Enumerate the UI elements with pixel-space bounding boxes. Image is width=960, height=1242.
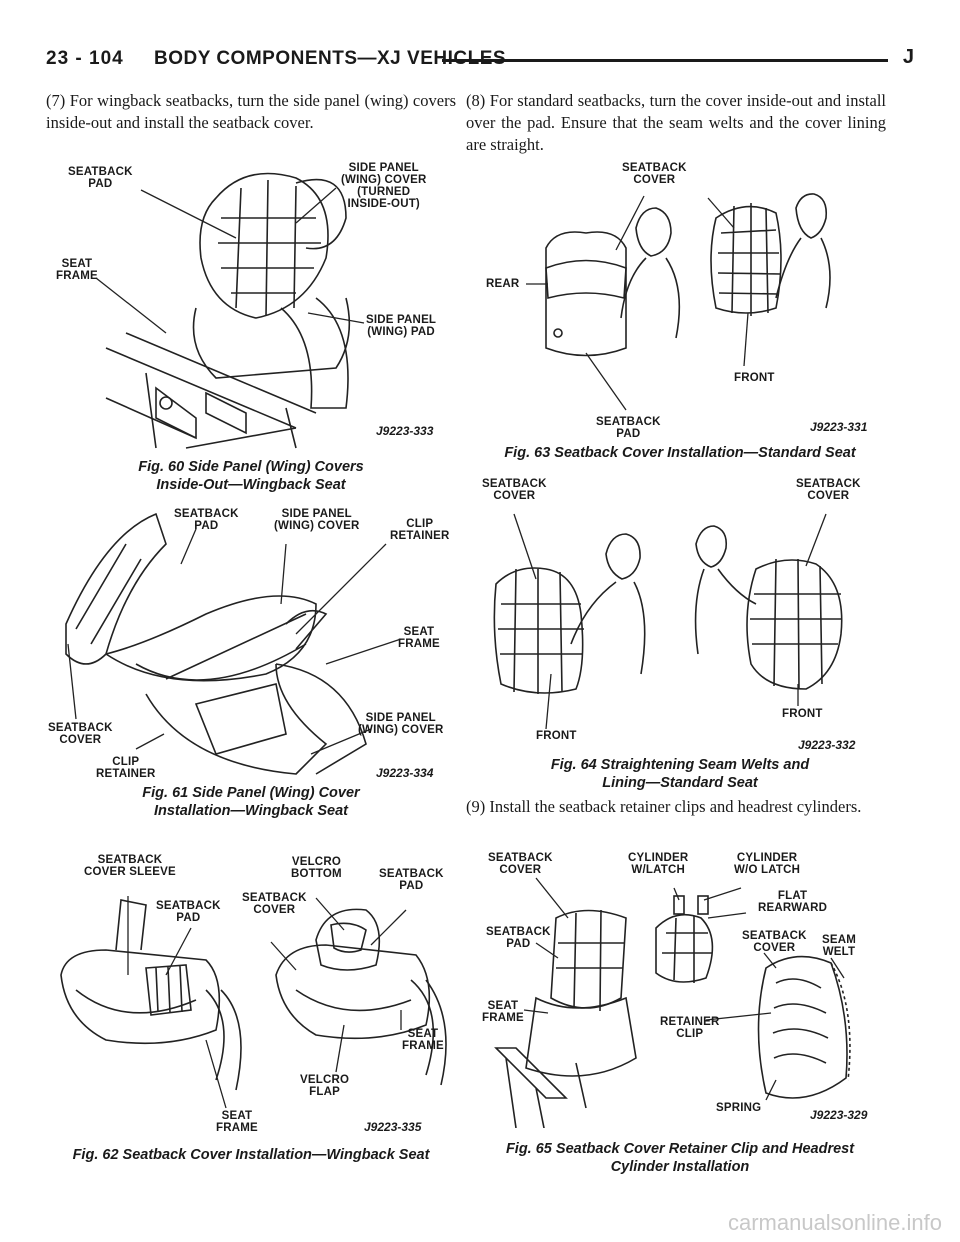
fig62-label-seat-frame-right: SEAT FRAME	[402, 1028, 444, 1052]
fig63-caption: Fig. 63 Seatback Cover Installation—Stan…	[504, 445, 856, 461]
fig62-label-seatback-pad-right: SEATBACK PAD	[379, 868, 444, 892]
fig65-illustration	[494, 877, 851, 1128]
step-8-text: (8) For standard seatbacks, turn the cov…	[466, 91, 886, 154]
fig65-label-retainer-clip: RETAINER CLIP	[660, 1016, 720, 1040]
fig64-illustration	[493, 513, 843, 730]
fig64-label-seatback-cover-left: SEATBACK COVER	[482, 478, 547, 502]
fig61-label-seatback-cover: SEATBACK COVER	[48, 722, 113, 746]
fig64-label-seatback-cover-right: SEATBACK COVER	[796, 478, 861, 502]
fig61-label-seatback-pad: SEATBACK PAD	[174, 508, 239, 532]
fig60-label-seat-frame: SEAT FRAME	[56, 258, 98, 282]
figure-60: SEATBACK PAD SIDE PANEL (WING) COVER (TU…	[46, 158, 456, 498]
fig61-label-side-panel-cover-bottom: SIDE PANEL (WING) COVER	[358, 712, 444, 736]
fig64-caption: Fig. 64 Straightening Seam Welts and Lin…	[550, 757, 810, 791]
model-letter: J	[902, 46, 914, 68]
page-header: 23 - 104 BODY COMPONENTS—XJ VEHICLES J	[46, 44, 914, 74]
fig65-label-seatback-pad: SEATBACK PAD	[486, 926, 551, 950]
fig60-label-side-panel-pad: SIDE PANEL (WING) PAD	[366, 314, 437, 338]
fig65-label-cylinder-w-latch: CYLINDER W/LATCH	[628, 852, 689, 876]
fig63-label-rear: REAR	[486, 278, 520, 290]
fig63-code: J9223-331	[810, 420, 868, 434]
fig63-illustration	[526, 193, 831, 411]
section-title: BODY COMPONENTS—XJ VEHICLES	[154, 48, 507, 69]
fig61-label-side-panel-cover-top: SIDE PANEL (WING) COVER	[274, 508, 360, 532]
fig64-label-front-right: FRONT	[782, 708, 823, 720]
fig65-label-spring: SPRING	[716, 1102, 762, 1114]
fig61-label-clip-retainer-top: CLIP RETAINER	[390, 518, 450, 542]
fig65-label-seam-welt: SEAM WELT	[822, 934, 857, 958]
fig60-label-seatback-pad: SEATBACK PAD	[68, 166, 133, 190]
fig65-label-seat-frame: SEAT FRAME	[482, 1000, 524, 1024]
fig60-label-side-panel-cover: SIDE PANEL (WING) COVER (TURNED INSIDE-O…	[341, 162, 427, 210]
fig62-label-velcro-flap: VELCRO FLAP	[300, 1074, 350, 1098]
figure-61: SEATBACK PAD SIDE PANEL (WING) COVER CLI…	[46, 504, 456, 844]
watermark: carmanualsonline.info	[727, 1210, 942, 1235]
fig64-label-front-left: FRONT	[536, 730, 577, 742]
fig61-caption: Fig. 61 Side Panel (Wing) Cover Installa…	[142, 785, 360, 819]
fig63-label-seatback-pad: SEATBACK PAD	[596, 416, 661, 440]
fig62-label-seat-frame-bottom: SEAT FRAME	[216, 1110, 258, 1134]
fig61-label-clip-retainer-bottom: CLIP RETAINER	[96, 756, 156, 780]
fig62-label-seatback-pad-left: SEATBACK PAD	[156, 900, 221, 924]
fig62-label-seatback-cover: SEATBACK COVER	[242, 892, 307, 916]
fig62-caption: Fig. 62 Seatback Cover Installation—Wing…	[72, 1147, 430, 1163]
fig65-caption: Fig. 65 Seatback Cover Retainer Clip and…	[505, 1141, 855, 1175]
page-number: 23 - 104	[46, 48, 124, 69]
fig62-label-cover-sleeve: SEATBACK COVER SLEEVE	[84, 854, 176, 878]
fig60-code: J9223-333	[376, 424, 434, 438]
fig62-illustration	[60, 896, 447, 1109]
step-7-text: (7) For wingback seatbacks, turn the sid…	[46, 91, 456, 132]
fig61-illustration	[65, 512, 402, 775]
fig60-illustration	[95, 172, 365, 449]
step-9-text: (9) Install the seatback retainer clips …	[466, 797, 862, 816]
fig63-label-seatback-cover: SEATBACK COVER	[622, 162, 687, 186]
fig62-label-velcro-bottom: VELCRO BOTTOM	[291, 856, 342, 880]
header-rule	[442, 59, 888, 62]
figure-64: SEATBACK COVER SEATBACK COVER FRONT FRON…	[476, 474, 896, 794]
fig61-code: J9223-334	[376, 766, 434, 780]
figure-63: SEATBACK COVER REAR FRONT SEATBACK PAD J…	[476, 158, 896, 468]
fig65-label-seatback-cover-left: SEATBACK COVER	[488, 852, 553, 876]
fig65-code: J9223-329	[810, 1108, 868, 1122]
fig61-label-seat-frame: SEAT FRAME	[398, 626, 440, 650]
fig65-label-seatback-cover-right: SEATBACK COVER	[742, 930, 807, 954]
figure-62: SEATBACK COVER SLEEVE SEATBACK PAD VELCR…	[46, 850, 456, 1180]
fig64-code: J9223-332	[798, 738, 856, 752]
fig62-code: J9223-335	[364, 1120, 422, 1134]
figure-65: SEATBACK COVER CYLINDER W/LATCH CYLINDER…	[476, 848, 896, 1178]
fig60-caption: Fig. 60 Side Panel (Wing) Covers Inside-…	[138, 459, 364, 493]
fig65-label-cylinder-wo-latch: CYLINDER W/O LATCH	[734, 852, 801, 876]
fig65-label-flat-rearward: FLAT REARWARD	[758, 890, 828, 914]
fig63-label-front: FRONT	[734, 372, 775, 384]
